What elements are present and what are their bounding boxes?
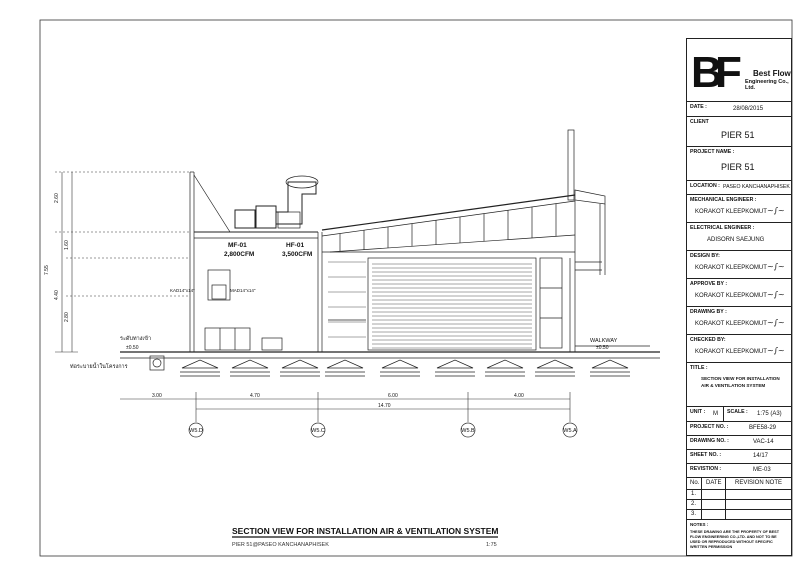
revision-value: ME-03 — [753, 467, 771, 473]
label-walkway-level: ±0.50 — [596, 345, 609, 351]
grid-marker-3 — [460, 422, 476, 438]
title-line-1: SECTION VIEW FOR INSTALLATION — [701, 376, 780, 381]
grid-label-3: W5.B — [461, 428, 475, 434]
drawing-subtitle: PIER 51@PASEO KANCHANAPHISEK — [232, 542, 329, 548]
grid-markers: W5.D W5.C W5.B W5.A — [188, 422, 578, 438]
label-kad: KAD14"x14" — [170, 288, 195, 293]
row-sheet: SHEET NO. : 14/17 — [687, 449, 791, 463]
row-client: CLIENT PIER 51 — [687, 116, 791, 146]
grid-label-1: W5.D — [189, 428, 203, 434]
dim-v-2: 1.60 — [64, 240, 70, 250]
company-name-2: Engineering Co., Ltd. — [745, 79, 789, 91]
mech-value: KORAKOT KLEEPKOMUT — [695, 209, 767, 215]
row-location: LOCATION : PASEO KANCHANAPHISEK — [687, 180, 791, 194]
client-value: PIER 51 — [721, 130, 755, 140]
row-project: PROJECT NAME : PIER 51 — [687, 146, 791, 180]
row-elec: ELECTRICAL ENGINEER : ADISORN SAEJUNG — [687, 222, 791, 250]
grid-marker-2 — [310, 422, 326, 438]
dim-v-3: 4.40 — [54, 290, 60, 300]
project-no-value: BFE58-29 — [749, 425, 777, 431]
svg-text:B: B — [691, 48, 723, 97]
label-entrance-level: ±0.50 — [126, 345, 139, 351]
label-mf-tag: MF-01 — [228, 242, 247, 249]
row-date: DATE : 28/08/2015 — [687, 101, 791, 116]
label-entrance-level-th: ระดับทางเข้า — [120, 335, 151, 342]
dim-h-total: 14.70 — [378, 403, 391, 409]
design-value: KORAKOT KLEEPKOMUT — [695, 265, 767, 271]
company-logo: B F Best Flow Engineering Co., Ltd. — [687, 39, 791, 101]
row-mech: MECHANICAL ENGINEER : KORAKOT KLEEPKOMUT… — [687, 194, 791, 222]
dim-h-3: 6.00 — [388, 393, 398, 399]
label-hf-flow: 3,500CFM — [282, 251, 312, 258]
row-drawing-by: DRAWING BY : KORAKOT KLEEPKOMUT ~∫~ — [687, 306, 791, 334]
revision-table-header: No. DATE REVISION NOTE — [687, 477, 791, 520]
label-mf-flow: 2,800CFM — [224, 251, 254, 258]
grid-marker-4 — [562, 422, 578, 438]
row-notes: NOTES : THESE DRAWING ARE THE PROPERTY O… — [687, 519, 791, 555]
notes-value: THESE DRAWING ARE THE PROPERTY OF BEST F… — [690, 530, 780, 549]
row-design: DESIGN BY: KORAKOT KLEEPKOMUT ~∫~ — [687, 250, 791, 278]
drawing-title: SECTION VIEW FOR INSTALLATION AIR & VENT… — [232, 526, 499, 536]
dim-h-1: 3.00 — [152, 393, 162, 399]
project-value: PIER 51 — [721, 162, 755, 172]
grid-marker-1 — [188, 422, 204, 438]
row-drawing-no: DRAWING NO. : VAC-14 — [687, 435, 791, 449]
dim-h-4: 4.00 — [514, 393, 524, 399]
row-revision: REVISTION : ME-03 — [687, 463, 791, 477]
grid-label-4: W5.A — [563, 428, 577, 434]
unit-value: M — [713, 411, 718, 417]
label-drain-th: ท่อระบายน้ำในโครงการ — [70, 362, 128, 370]
dim-v-total: 7.55 — [44, 265, 50, 275]
row-checked: CHECKED BY: KORAKOT KLEEPKOMUT ~∫~ — [687, 334, 791, 362]
company-name: Best Flow — [753, 69, 791, 78]
revision-row-1: 1. — [687, 489, 791, 499]
svg-text:F: F — [715, 48, 742, 97]
sheet-value: 14/17 — [753, 453, 769, 459]
label-hf-tag: HF-01 — [286, 242, 304, 249]
location-value: PASEO KANCHANAPHISEK — [723, 184, 790, 190]
label-walkway: WALKWAY — [590, 338, 618, 344]
drawing-scale: 1:75 — [486, 542, 497, 548]
row-title: TITLE : SECTION VIEW FOR INSTALLATION AI… — [687, 362, 791, 406]
checked-value: KORAKOT KLEEPKOMUT — [695, 349, 767, 355]
sheet-border — [39, 19, 793, 557]
title-line-2: AIR & VENTILATION SYSTEM — [701, 383, 766, 388]
revision-row-3: 3. — [687, 509, 791, 519]
label-mad: MAD14"x14" — [230, 288, 256, 293]
elec-value: ADISORN SAEJUNG — [707, 237, 765, 243]
approve-value: KORAKOT KLEEPKOMUT — [695, 293, 767, 299]
drawing-no-value: VAC-14 — [753, 439, 774, 445]
dim-v-1: 2.60 — [54, 193, 60, 203]
building-section — [120, 129, 660, 377]
scale-value: 1:75 (A3) — [757, 411, 782, 417]
title-block: B F Best Flow Engineering Co., Ltd. DATE… — [686, 38, 792, 556]
horizontal-dimension — [120, 392, 571, 422]
row-unit-scale: UNIT : M SCALE : 1:75 (A3) — [687, 406, 791, 421]
row-approve: APPROVE BY : KORAKOT KLEEPKOMUT ~∫~ — [687, 278, 791, 306]
grid-label-2: W5.C — [311, 428, 325, 434]
date-value: 28/08/2015 — [733, 106, 764, 112]
vertical-dimension — [55, 171, 190, 353]
dim-v-4: 2.80 — [64, 312, 70, 322]
drawing-by-value: KORAKOT KLEEPKOMUT — [695, 321, 767, 327]
dim-h-2: 4.70 — [250, 393, 260, 399]
revision-row-2: 2. — [687, 499, 791, 509]
row-project-no: PROJECT NO. : BFE58-29 — [687, 421, 791, 435]
